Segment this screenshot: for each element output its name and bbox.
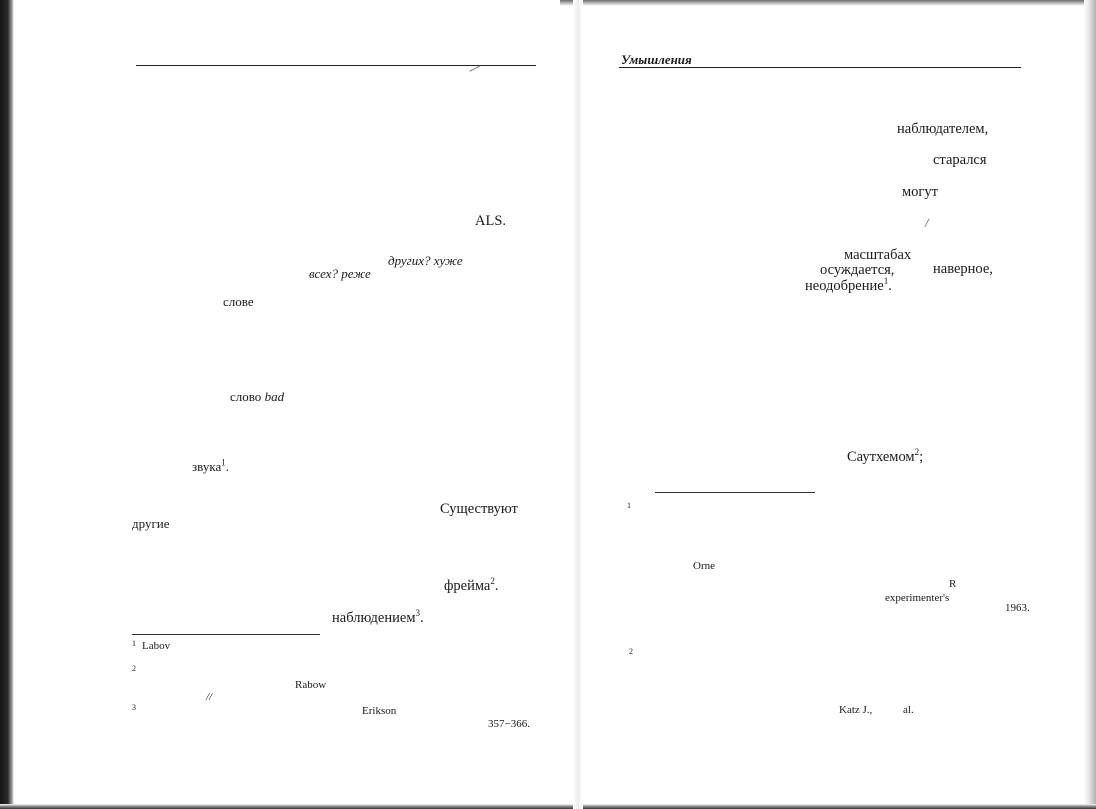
text-sauthemom-word: Саутхемом (847, 449, 915, 465)
text-vseh-rezhe: всех? реже (309, 266, 371, 281)
text-bad: bad (264, 389, 285, 404)
text-sauthemom: Саутхемом2; (847, 447, 924, 465)
footnote-al: al. (903, 704, 914, 716)
text-nablyudeniem-end: . (420, 610, 424, 626)
text-slovo-bad: слово bad (230, 390, 284, 403)
text-staralsya: старался (933, 152, 987, 168)
text-masshtabah: масштабах (844, 247, 912, 263)
text-freyma-end: . (494, 578, 499, 594)
footnote-1-mark: 1 (627, 501, 631, 510)
footnote-rule (132, 634, 320, 635)
text-sauthemom-end: ; (919, 449, 924, 465)
footnote-1-mark: 1 (132, 639, 136, 648)
text-zvuka: звука1. (192, 457, 229, 474)
scan-edge-top (560, 0, 1096, 6)
text-neodobrenie-end: . (888, 278, 892, 294)
text-zvuka-end: . (225, 459, 229, 474)
text-nablyudeniem: наблюдением3. (332, 608, 424, 626)
stray-slash: / (925, 215, 929, 230)
stray-mark (469, 65, 481, 72)
text-zvuka-word: звука (192, 459, 222, 474)
text-neodobrenie-word: неодобрение (805, 278, 884, 294)
text-osuzhdaetsya: осуждается, (820, 262, 895, 278)
text-als: ALS. (475, 213, 507, 229)
header-rule (136, 65, 536, 66)
text-freyma-word: фрейма (444, 578, 491, 594)
text-slove: слове (223, 294, 254, 309)
footnote-orne: Orne (693, 560, 715, 572)
running-head: Умышления (621, 52, 692, 67)
header-rule (619, 67, 1021, 68)
right-page: Умышления наблюдателем, старался могут /… (583, 0, 1084, 809)
footnote-ref-2: 2 (914, 447, 920, 458)
footnote-2-mark: 2 (629, 647, 633, 656)
scan-edge-left (0, 0, 14, 809)
text-navernoe: наверное, (933, 261, 993, 277)
text-drugie: другие (132, 516, 170, 531)
text-sushchestvuyut: Существуют (440, 501, 518, 517)
text-slovo: слово (230, 389, 262, 404)
left-page: ALS. других? хуже всех? реже слове слово… (14, 0, 573, 809)
footnote-3-mark: 3 (132, 703, 136, 712)
footnote-ref-3: 3 (415, 608, 421, 619)
text-nablyudeniem-word: наблюдением (332, 610, 416, 626)
footnote-ref-1: 1 (221, 457, 226, 468)
footnote-year: 1963. (1005, 602, 1030, 614)
footnote-3-name: Erikson (362, 705, 397, 717)
scan-edge-right (1084, 0, 1096, 809)
text-freyma: фрейма2. (444, 576, 499, 594)
text-neodobrenie: неодобрение1. (805, 276, 892, 294)
footnote-2-slashes: // (206, 691, 213, 703)
text-mogut: могут (902, 184, 938, 200)
footnote-katz: Katz J., (839, 704, 873, 716)
footnote-ref-1: 1 (883, 276, 889, 287)
footnote-r: R (949, 578, 957, 590)
scan-edge-bottom (0, 804, 1096, 809)
footnote-ref-2: 2 (490, 576, 495, 587)
footnote-rule (655, 492, 815, 493)
footnote-1-text: Labov (142, 640, 171, 652)
book-gutter (573, 0, 583, 809)
footnote-2-mark: 2 (132, 664, 136, 673)
text-nablyudatelem: наблюдателем, (897, 121, 989, 137)
text-drugih-huzhe: других? хуже (388, 253, 463, 268)
footnote-2-name: Rabow (295, 679, 327, 691)
footnote-3-pages: 357−366. (488, 718, 530, 730)
footnote-experimenters: experimenter's (885, 592, 950, 604)
